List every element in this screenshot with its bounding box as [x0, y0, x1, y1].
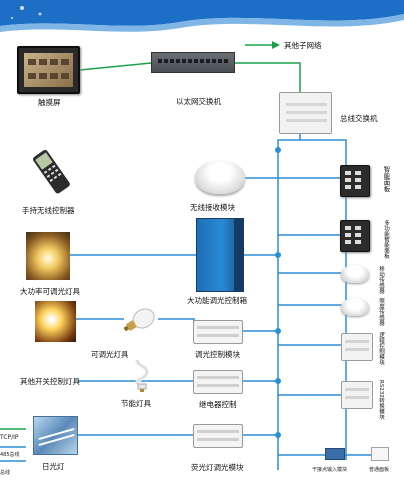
wireless-receiver-icon	[195, 160, 245, 194]
led-bulb-icon	[123, 308, 155, 332]
presence-sensor-label: 移动传感器	[378, 266, 384, 294]
handheld-controller-icon	[33, 150, 70, 194]
illuminance-sensor-icon	[341, 298, 369, 316]
wireless-receiver-label: 无线接收模块	[190, 203, 235, 212]
dry-contact-module-icon	[325, 448, 345, 460]
touch-screen-label: 触摸屏	[38, 98, 61, 107]
multi-smart-panel-label: 多功能智能面板	[383, 220, 389, 259]
other-switch-lamps-label: 其他开关控制灯具	[20, 377, 80, 386]
smart-panel-icon	[340, 165, 370, 197]
rs232-module-icon	[341, 381, 373, 409]
high-power-cabinet-label: 大功能调光控制箱	[187, 296, 247, 305]
ethernet-switch-icon	[151, 52, 235, 73]
multi-smart-panel-icon	[340, 220, 370, 252]
high-power-dimmable-label: 大功率可调光灯具	[20, 287, 80, 296]
energy-saving-bulb-icon	[135, 359, 150, 392]
dimmer-module-icon	[193, 320, 243, 344]
ethernet-switch-label: 以太网交换机	[176, 97, 221, 106]
bus-switch-label: 总线交换机	[340, 114, 378, 123]
header-wave-decoration	[0, 0, 404, 32]
presence-sensor-icon	[341, 265, 369, 283]
relay-control-label: 继电器控制	[199, 400, 237, 409]
legend-tcp-label: TCP/IP	[0, 434, 19, 441]
smart-panel-label: 智能面板	[382, 166, 390, 192]
fluorescent-dimmer-label: 荧光灯调光模块	[191, 463, 244, 472]
logic-module-icon	[341, 333, 373, 361]
control-cabinet-icon	[196, 218, 244, 292]
legend-485-label: 485总线	[0, 452, 20, 458]
touch-screen-icon	[17, 46, 80, 94]
rs232-module-label: RS232转换模块	[378, 380, 384, 420]
chandelier-icon	[26, 232, 70, 280]
handheld-controller-label: 手持无线控制器	[22, 206, 75, 215]
dimmer-module-label: 调光控制模块	[195, 350, 240, 359]
other-subnet-label: 其他子网络	[284, 41, 322, 50]
energy-saving-lamp-label: 节能灯具	[121, 399, 151, 408]
wall-lamp-icon	[35, 301, 76, 342]
dry-contact-label: 干接点输入模块	[312, 467, 348, 473]
standard-panel-icon	[371, 447, 389, 461]
fluorescent-label: 日光灯	[42, 462, 65, 471]
illuminance-sensor-label: 照度传感器	[378, 298, 384, 326]
dimmable-lamp-label: 可调光灯具	[91, 350, 129, 359]
bus-switch-icon	[279, 92, 332, 134]
relay-module-icon	[193, 370, 243, 394]
logic-module-label: 逻辑控制模块	[378, 332, 384, 365]
fluorescent-dimmer-icon	[193, 424, 243, 448]
fluorescent-tube-icon	[33, 416, 78, 455]
legend-bus-label: 总线	[0, 470, 11, 476]
standard-panel-label: 普通面板	[369, 467, 390, 473]
